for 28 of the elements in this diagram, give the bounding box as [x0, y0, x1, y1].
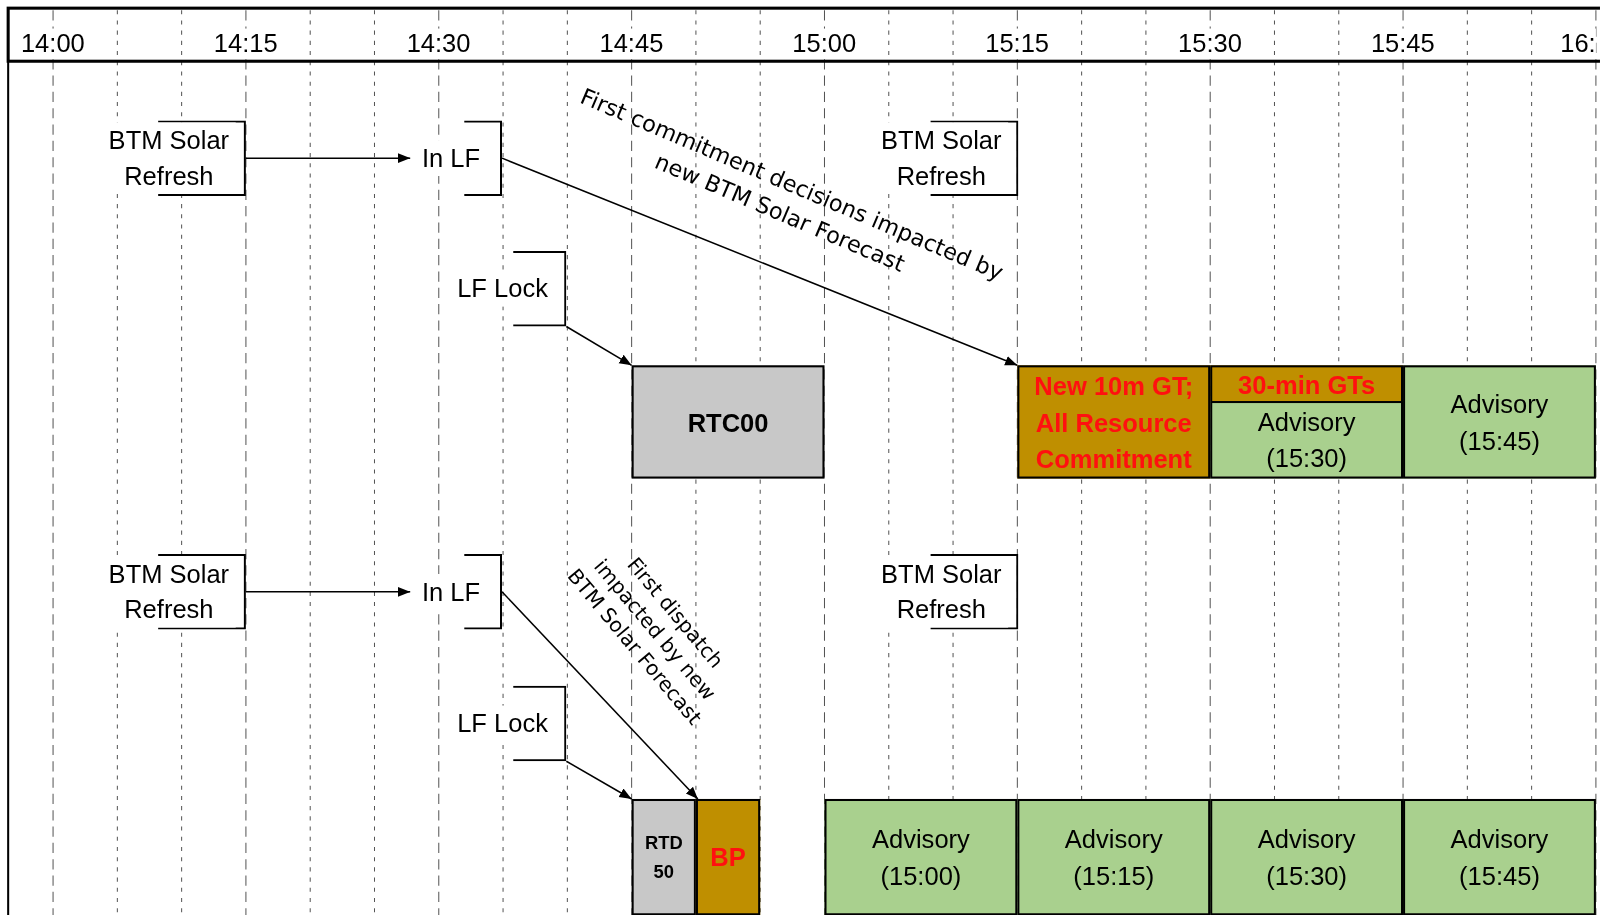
arrow [245, 153, 411, 164]
process-block [695, 798, 761, 915]
arrow [245, 586, 411, 597]
node-label: Advisory (15:45) [1449, 388, 1550, 457]
node-label: Advisory (15:45) [1449, 823, 1550, 892]
node-label: Advisory (15:30) [1256, 406, 1357, 475]
advisory-block [1403, 798, 1596, 915]
node-label: Advisory (15:30) [1256, 823, 1357, 892]
node-label: New 10m GT; All Resource Commitment [1033, 369, 1195, 475]
advisory-block [1403, 365, 1596, 479]
arrow [501, 591, 699, 800]
node-label: Advisory (15:00) [871, 823, 971, 892]
node-label: 30-min GTs [1237, 368, 1377, 401]
process-block [1017, 365, 1211, 479]
node-label: RTC00 [686, 406, 770, 439]
arrow [565, 760, 633, 800]
advisory-block [824, 798, 1018, 915]
node-label: BP [709, 841, 747, 874]
advisory-block [1210, 401, 1404, 479]
node-label: Advisory (15:15) [1063, 823, 1164, 892]
arrow [501, 157, 1019, 367]
process-block [1210, 365, 1404, 404]
advisory-block [1210, 798, 1404, 915]
process-block [631, 365, 825, 479]
process-block [631, 798, 696, 915]
node-label: RTD 50 [643, 831, 684, 884]
arrow [565, 325, 633, 367]
advisory-block [1017, 798, 1211, 915]
